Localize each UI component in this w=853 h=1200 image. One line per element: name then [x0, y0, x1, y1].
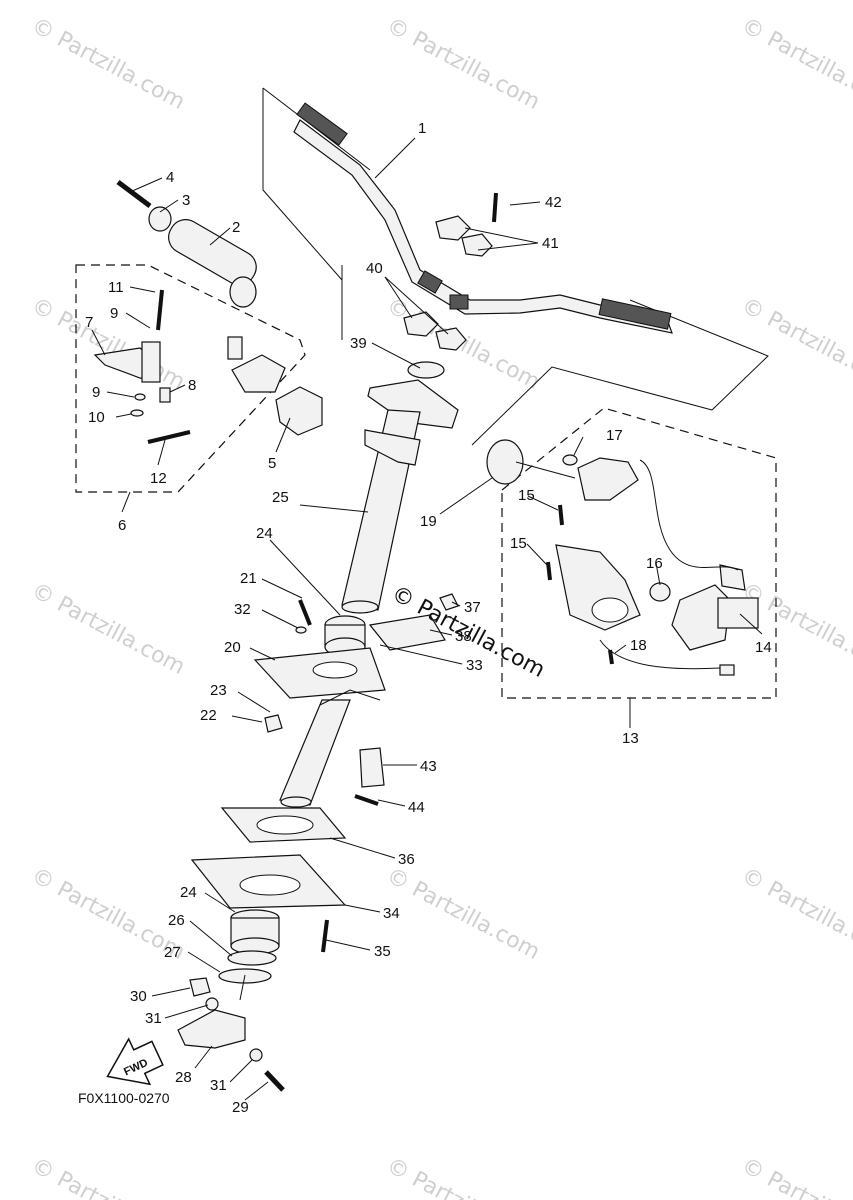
lever-assembly-box: [75, 264, 306, 493]
callout-24[interactable]: 24: [256, 525, 273, 542]
callout-22[interactable]: 22: [200, 707, 217, 724]
callout-37[interactable]: 37: [464, 599, 481, 616]
callout-40[interactable]: 40: [366, 260, 383, 277]
callout-42[interactable]: 42: [545, 194, 562, 211]
callout-28[interactable]: 28: [175, 1069, 192, 1086]
watermark: © Partzilla.com: [27, 13, 189, 115]
callout-7[interactable]: 7: [85, 314, 93, 331]
watermark: © Partzilla.com: [27, 293, 189, 395]
switch-parts: [486, 439, 759, 676]
callout-19[interactable]: 19: [420, 513, 437, 530]
plates: [190, 614, 446, 909]
callout-31[interactable]: 31: [210, 1077, 227, 1094]
callout-44[interactable]: 44: [408, 799, 425, 816]
callout-41[interactable]: 41: [542, 235, 559, 252]
callout-34[interactable]: 34: [383, 905, 400, 922]
lever-parts: [93, 289, 323, 444]
callout-18[interactable]: 18: [630, 637, 647, 654]
callout-4[interactable]: 4: [166, 169, 174, 186]
callout-33[interactable]: 33: [466, 657, 483, 674]
callout-8[interactable]: 8: [188, 377, 196, 394]
watermark: © Partzilla.com: [737, 293, 853, 395]
callout-17[interactable]: 17: [606, 427, 623, 444]
callout-38[interactable]: 38: [455, 628, 472, 645]
callouts: 1 2 3 4 5 6 7 8 9 9 10 11 12 13 14 15 15…: [85, 120, 772, 1116]
callout-13[interactable]: 13: [622, 730, 639, 747]
watermark: © Partzilla.com: [737, 578, 853, 680]
callout-1[interactable]: 1: [418, 120, 426, 137]
watermark: © Partzilla.com: [27, 1153, 189, 1200]
leader-lines: [91, 137, 763, 1101]
callout-31[interactable]: 31: [145, 1010, 162, 1027]
steering-column: [279, 409, 421, 808]
callout-3[interactable]: 3: [182, 192, 190, 209]
watermark: © Partzilla.com: [382, 13, 544, 115]
callout-26[interactable]: 26: [168, 912, 185, 929]
callout-15[interactable]: 15: [518, 487, 535, 504]
watermark: © Partzilla.com: [737, 13, 853, 115]
callout-23[interactable]: 23: [210, 682, 227, 699]
callout-5[interactable]: 5: [268, 455, 276, 472]
column-frame: [239, 265, 381, 1001]
watermark: © Partzilla.com: [27, 578, 189, 680]
watermark: © Partzilla.com: [737, 1153, 853, 1200]
fwd-arrow: FWD: [106, 1037, 164, 1086]
callout-9[interactable]: 9: [110, 305, 118, 322]
watermark: © Partzilla.com: [737, 863, 853, 965]
callout-2[interactable]: 2: [232, 219, 240, 236]
watermark: © Partzilla.com: [382, 1153, 544, 1200]
callout-30[interactable]: 30: [130, 988, 147, 1005]
callout-21[interactable]: 21: [240, 570, 257, 587]
callout-12[interactable]: 12: [150, 470, 167, 487]
callout-36[interactable]: 36: [398, 851, 415, 868]
callout-11[interactable]: 11: [108, 279, 124, 296]
callout-9[interactable]: 9: [92, 384, 100, 401]
callout-20[interactable]: 20: [224, 639, 241, 656]
callout-6[interactable]: 6: [118, 517, 126, 534]
callout-16[interactable]: 16: [646, 555, 663, 572]
grip-assembly: [116, 180, 257, 308]
callout-14[interactable]: 14: [755, 639, 772, 656]
watermark: © Partzilla.com: [382, 863, 544, 965]
diagram-code: F0X1100-0270: [78, 1090, 170, 1106]
callout-32[interactable]: 32: [234, 601, 251, 618]
switch-assembly-box: [501, 407, 777, 699]
callout-27[interactable]: 27: [164, 944, 181, 961]
callout-43[interactable]: 43: [420, 758, 437, 775]
callout-15[interactable]: 15: [510, 535, 527, 552]
callout-35[interactable]: 35: [374, 943, 391, 960]
callout-10[interactable]: 10: [88, 409, 105, 426]
callout-29[interactable]: 29: [232, 1099, 249, 1116]
handlebar: [262, 87, 769, 411]
callout-24[interactable]: 24: [180, 884, 197, 901]
callout-39[interactable]: 39: [350, 335, 367, 352]
clamps: [367, 192, 498, 429]
lower-parts: [177, 593, 459, 1092]
callout-25[interactable]: 25: [272, 489, 289, 506]
